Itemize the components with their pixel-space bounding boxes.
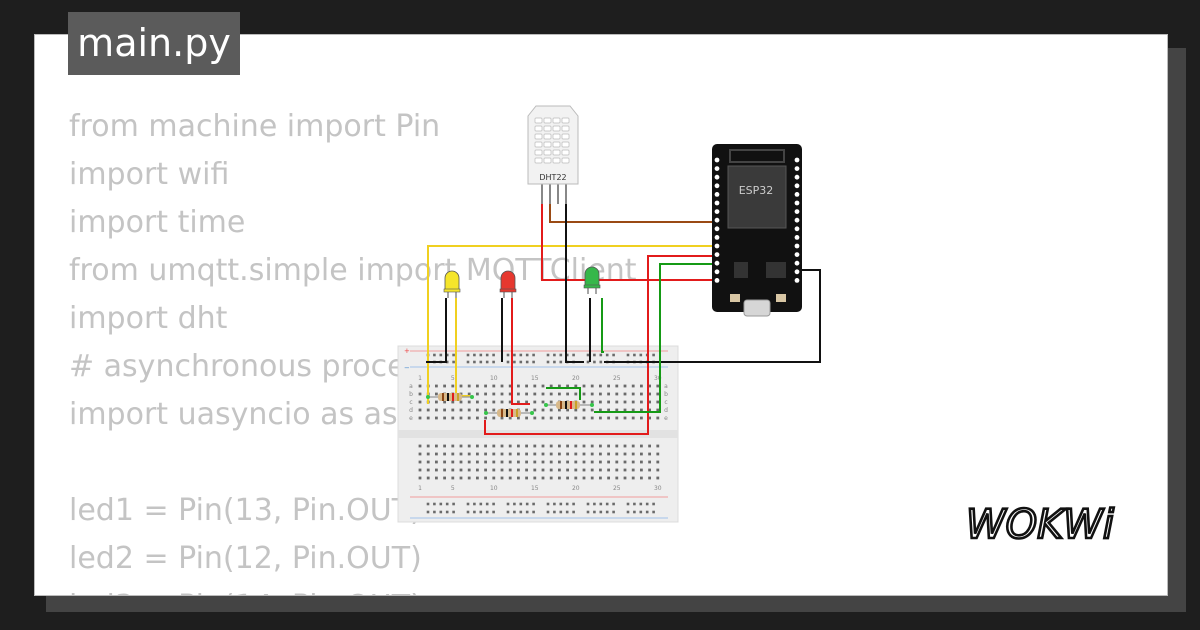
code-line: import dht xyxy=(69,301,228,336)
row-letter: e xyxy=(664,415,668,422)
code-preview: from machine import Pin import wifi import… xyxy=(69,103,637,595)
resistor-3 xyxy=(546,401,592,409)
row-letter: c xyxy=(409,399,412,406)
column-number: 5 xyxy=(451,485,455,492)
row-letter: d xyxy=(409,407,413,414)
column-number: 10 xyxy=(490,375,498,382)
leds xyxy=(443,266,601,298)
wire-brown xyxy=(549,202,712,223)
column-number: 30 xyxy=(654,375,662,382)
column-number: 5 xyxy=(451,375,455,382)
led-red-icon xyxy=(499,270,517,298)
row-letter: d xyxy=(664,407,668,414)
wire-black-mcu xyxy=(604,269,821,363)
wire-green-row xyxy=(546,387,581,400)
code-line: import wifi xyxy=(69,157,230,192)
code-line: led3 = Pin(14, Pin.OUT) xyxy=(69,583,637,595)
file-tab-label: main.py xyxy=(77,21,231,65)
column-number: 15 xyxy=(531,375,539,382)
dht22-sensor-icon: DHT22 xyxy=(527,105,579,204)
code-line: from umqtt.simple import MQTTClient xyxy=(69,253,637,288)
row-letter: c xyxy=(664,399,667,406)
column-number: 25 xyxy=(613,375,621,382)
wire-red-sensor xyxy=(541,202,796,281)
row-letter: e xyxy=(409,415,413,422)
wires xyxy=(426,202,821,435)
row-letter: a xyxy=(664,383,668,390)
code-line: import time xyxy=(69,205,246,240)
resistor-2 xyxy=(486,409,532,417)
column-number: 30 xyxy=(654,485,662,492)
code-line: led2 = Pin(12, Pin.OUT) xyxy=(69,541,422,576)
wire-yellow xyxy=(427,245,712,404)
logo-text: WOKWi xyxy=(966,502,1114,548)
column-number: 20 xyxy=(572,375,580,382)
row-letter: a xyxy=(409,383,413,390)
column-number: 1 xyxy=(418,375,422,382)
column-number: 1 xyxy=(418,485,422,492)
wire-black-sensor xyxy=(565,202,584,363)
file-tab[interactable]: main.py xyxy=(68,12,240,75)
resistor-1 xyxy=(428,393,472,401)
wire-red-pin xyxy=(484,255,712,435)
wokwi-logo: WOKWi xyxy=(965,501,1116,550)
wire-green-pin xyxy=(594,263,712,413)
column-number: 10 xyxy=(490,485,498,492)
led-green-icon xyxy=(583,266,601,294)
wire-red-led xyxy=(511,298,530,405)
wire-black-led1 xyxy=(426,298,447,363)
column-number: 20 xyxy=(572,485,580,492)
row-letter: b xyxy=(664,391,668,398)
column-number: 15 xyxy=(531,485,539,492)
sensor-label: DHT22 xyxy=(539,173,566,182)
resistors xyxy=(426,393,594,417)
wire-green-led xyxy=(601,298,604,353)
led-yellow-icon xyxy=(443,270,461,298)
code-line: from machine import Pin xyxy=(69,109,441,144)
rail-plus-sign: + xyxy=(404,347,410,355)
column-number: 25 xyxy=(613,485,621,492)
row-letter: b xyxy=(409,391,413,398)
mcu-label: ESP32 xyxy=(739,184,774,197)
esp32-board-icon: ESP32 xyxy=(712,144,802,317)
rail-minus-sign: − xyxy=(404,364,410,372)
